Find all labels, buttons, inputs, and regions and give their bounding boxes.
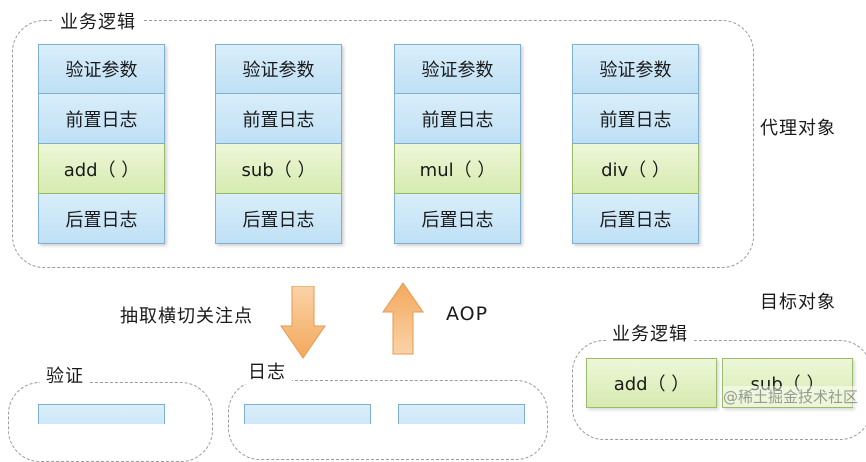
proxy-object-label: 代理对象 xyxy=(760,118,836,139)
validate-params-cell: 验证参数 xyxy=(394,44,521,94)
business-logic-group xyxy=(12,20,754,268)
validate-params-cell: 验证参数 xyxy=(38,44,165,94)
validate-params-cell: 验证参数 xyxy=(572,44,699,94)
column-add: 验证参数 前置日志 add（ ） 后置日志 xyxy=(38,44,165,244)
pre-log-cell: 前置日志 xyxy=(572,94,699,144)
method-cell: add（ ） xyxy=(38,144,165,194)
method-cell: mul（ ） xyxy=(394,144,521,194)
pre-log-cell: 前置日志 xyxy=(394,94,521,144)
validate-group-label: 验证 xyxy=(40,362,90,388)
column-sub: 验证参数 前置日志 sub（ ） 后置日志 xyxy=(215,44,342,244)
post-log-cell: 后置日志 xyxy=(38,194,165,244)
post-log-cell: 后置日志 xyxy=(394,194,521,244)
pre-log-cell: 前置日志 xyxy=(215,94,342,144)
aop-label: AOP xyxy=(446,303,489,325)
target-add-cell: add（ ） xyxy=(586,358,717,408)
target-business-label: 业务逻辑 xyxy=(606,320,694,346)
log-partial-cell-2 xyxy=(398,404,525,424)
column-div: 验证参数 前置日志 div（ ） 后置日志 xyxy=(572,44,699,244)
watermark: @稀土掘金技术社区 xyxy=(722,386,858,407)
column-mul: 验证参数 前置日志 mul（ ） 后置日志 xyxy=(394,44,521,244)
up-arrow-icon xyxy=(382,282,424,355)
pre-log-cell: 前置日志 xyxy=(38,94,165,144)
extract-crosscutting-label: 抽取横切关注点 xyxy=(120,306,253,327)
validate-partial-cell xyxy=(38,404,165,424)
validate-params-cell: 验证参数 xyxy=(215,44,342,94)
method-cell: sub（ ） xyxy=(215,144,342,194)
log-partial-cell-1 xyxy=(244,404,371,424)
log-group-label: 日志 xyxy=(242,358,292,384)
business-logic-label: 业务逻辑 xyxy=(54,8,142,34)
post-log-cell: 后置日志 xyxy=(572,194,699,244)
method-cell: div（ ） xyxy=(572,144,699,194)
target-object-label: 目标对象 xyxy=(760,292,836,313)
post-log-cell: 后置日志 xyxy=(215,194,342,244)
down-arrow-icon xyxy=(280,286,326,359)
